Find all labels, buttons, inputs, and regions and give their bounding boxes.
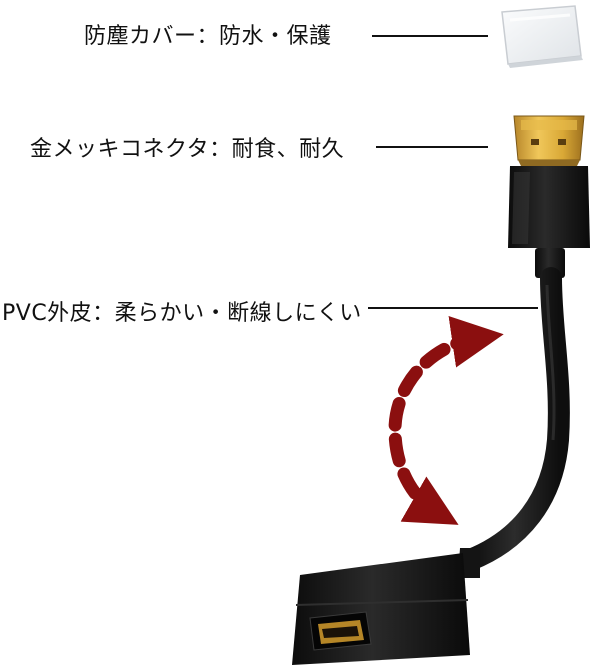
- dust-cover-callout-label: 防塵カバー：防水・保護: [84, 24, 332, 49]
- pvc-jacket-callout-label: PVC外皮：柔らかい・断線しにくい: [2, 301, 362, 326]
- female-hdmi-connector: [292, 548, 480, 665]
- curved-dashed-arrow-icon: [388, 316, 504, 525]
- pvc-cable: [459, 267, 570, 571]
- gold-hdmi-connector: [513, 115, 585, 166]
- dust-cover: [501, 5, 583, 68]
- male-connector-body: [508, 166, 590, 278]
- gold-connector-callout-label: 金メッキコネクタ：耐食、耐久: [30, 137, 345, 162]
- pvc-jacket-leader-line: [368, 307, 538, 309]
- gold-connector-leader-line: [376, 146, 488, 148]
- dust-cover-leader-line: [372, 35, 488, 37]
